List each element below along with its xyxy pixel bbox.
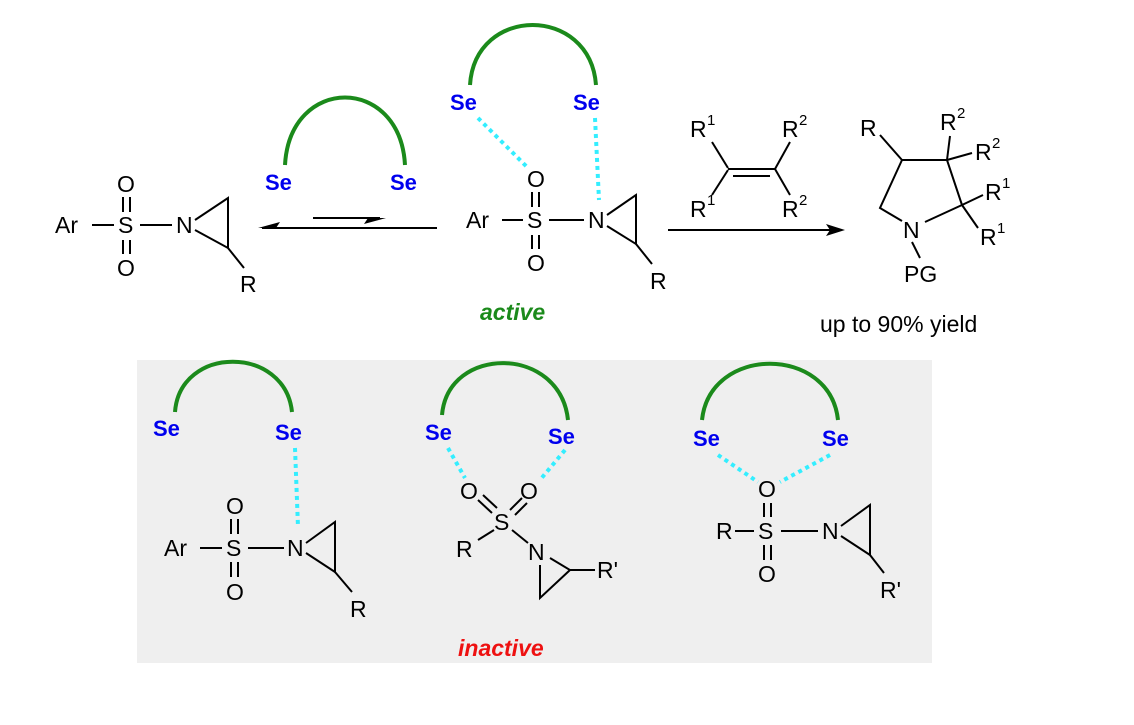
atom-r2: R — [975, 139, 992, 165]
atom-se: Se — [822, 426, 849, 451]
atom-o: O — [527, 250, 545, 276]
atom-se: Se — [548, 424, 575, 449]
superscript: 2 — [957, 105, 965, 122]
atom-n: N — [528, 539, 545, 565]
atom-s: S — [226, 535, 241, 561]
inactive-panel — [137, 360, 932, 663]
atom-s: S — [118, 212, 133, 238]
atom-o: O — [758, 561, 776, 587]
atom-se: Se — [425, 420, 452, 445]
diselenide-catalyst: Se Se — [265, 95, 417, 195]
inactive-complex-n-bound: Se Se Ar S O O N R — [153, 359, 367, 622]
superscript: 1 — [707, 192, 715, 209]
atom-r-prime: R' — [880, 577, 901, 603]
atom-r1: R — [690, 196, 707, 222]
atom-o: O — [117, 255, 135, 281]
atom-r: R — [456, 536, 473, 562]
atom-r: R — [240, 271, 257, 297]
atom-se: Se — [573, 90, 600, 115]
superscript: 1 — [997, 220, 1005, 237]
active-complex: Se Se Ar S O O N R active — [450, 23, 667, 325]
atom-r: R — [650, 268, 667, 294]
sulfonyl-aziridine-substrate: Ar S O O N R — [55, 171, 257, 297]
superscript: 2 — [799, 192, 807, 209]
superscript: 1 — [1002, 175, 1010, 192]
atom-s: S — [494, 509, 509, 535]
atom-s: S — [527, 207, 542, 233]
atom-r: R — [716, 518, 733, 544]
atom-n: N — [176, 212, 193, 238]
inactive-complex-bis-o-bound: Se Se O O S R N R' inactive — [425, 361, 618, 661]
atom-o: O — [226, 579, 244, 605]
inactive-complex-single-o-bound: Se Se O S O R N R' — [693, 361, 901, 603]
superscript: 2 — [799, 112, 807, 129]
atom-se: Se — [275, 420, 302, 445]
atom-se: Se — [390, 170, 417, 195]
atom-ar: Ar — [164, 535, 187, 561]
protecting-group: PG — [904, 261, 937, 287]
atom-ar: Ar — [55, 212, 78, 238]
atom-o: O — [527, 166, 545, 192]
atom-r1: R — [985, 179, 1002, 205]
atom-se: Se — [265, 170, 292, 195]
atom-ar: Ar — [466, 207, 489, 233]
atom-r-prime: R' — [597, 557, 618, 583]
atom-o: O — [117, 171, 135, 197]
atom-o: O — [520, 478, 538, 504]
atom-se: Se — [693, 426, 720, 451]
atom-se: Se — [153, 416, 180, 441]
atom-n: N — [903, 217, 920, 243]
atom-r2: R — [940, 109, 957, 135]
atom-r1: R — [980, 224, 997, 250]
atom-r1: R — [690, 116, 707, 142]
atom-n: N — [588, 207, 605, 233]
equilibrium-arrows — [258, 217, 437, 229]
atom-n: N — [822, 518, 839, 544]
active-label: active — [480, 299, 545, 325]
atom-s: S — [758, 518, 773, 544]
yield-label: up to 90% yield — [820, 311, 977, 337]
atom-r2: R — [782, 196, 799, 222]
atom-o: O — [460, 478, 478, 504]
atom-r: R — [350, 596, 367, 622]
superscript: 2 — [992, 135, 1000, 152]
inactive-label: inactive — [458, 635, 544, 661]
atom-o: O — [758, 476, 776, 502]
atom-se: Se — [450, 90, 477, 115]
atom-o: O — [226, 493, 244, 519]
superscript: 1 — [707, 112, 715, 129]
atom-n: N — [287, 535, 304, 561]
atom-r2: R — [782, 116, 799, 142]
atom-r: R — [860, 115, 877, 141]
reaction-arrow — [668, 224, 845, 236]
